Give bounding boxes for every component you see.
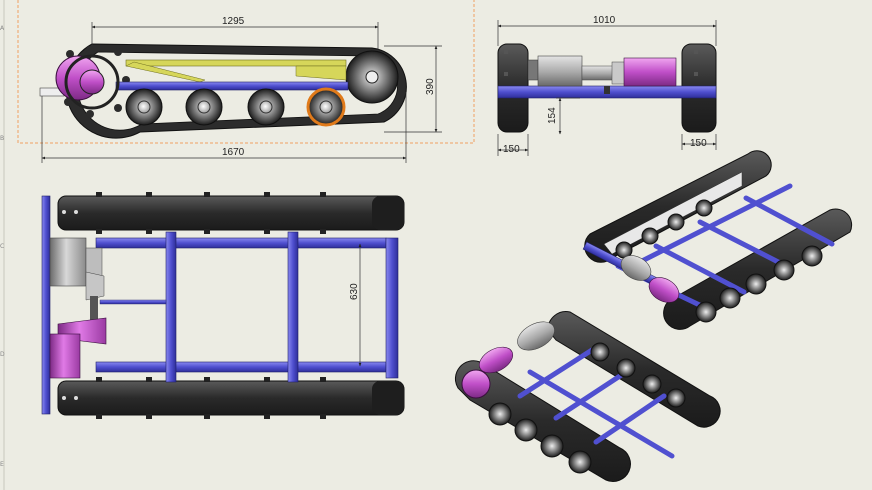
sheet-border-ruler: A B C D E (0, 0, 5, 490)
side-view-road-wheels (125, 87, 346, 127)
ruler-tick-c: C (0, 243, 4, 250)
side-view-drive-sprocket (64, 54, 120, 110)
side-view-top-rail (125, 59, 347, 67)
dim-front-track-right: 150 (690, 138, 707, 149)
dim-front-width: 1010 (593, 15, 616, 26)
side-view-frame-bar (115, 81, 349, 91)
front-view-dimensions (497, 20, 717, 156)
isometric-view-rear (582, 150, 853, 330)
top-view: 630 (41, 192, 405, 419)
ruler-tick-a: A (0, 25, 5, 32)
ruler-tick-d: D (0, 351, 5, 358)
dim-side-overall-length: 1670 (222, 147, 245, 158)
front-view-gearbox (537, 55, 583, 87)
dim-side-height: 390 (425, 78, 436, 95)
top-view-gearbox (49, 237, 87, 287)
isometric-view-front (454, 311, 721, 482)
top-view-lower-track (57, 380, 405, 416)
side-view-bounding-box (17, 0, 475, 144)
dim-front-track-left: 150 (503, 144, 520, 155)
front-view-motor (623, 57, 677, 87)
top-view-motor (49, 333, 81, 379)
dim-front-ground-clearance: 154 (547, 107, 558, 124)
dim-top-track-spacing: 630 (349, 283, 360, 300)
ruler-tick-e: E (0, 461, 4, 468)
top-view-frame (95, 231, 399, 383)
front-view: 1010 154 150 150 (497, 15, 717, 156)
side-view-dimensions (41, 22, 442, 163)
side-view: 1295 390 1670 (17, 0, 475, 163)
top-view-upper-track (57, 195, 405, 231)
dim-side-top-length: 1295 (222, 16, 245, 27)
top-view-front-plate (41, 195, 51, 415)
ruler-tick-b: B (0, 135, 4, 142)
